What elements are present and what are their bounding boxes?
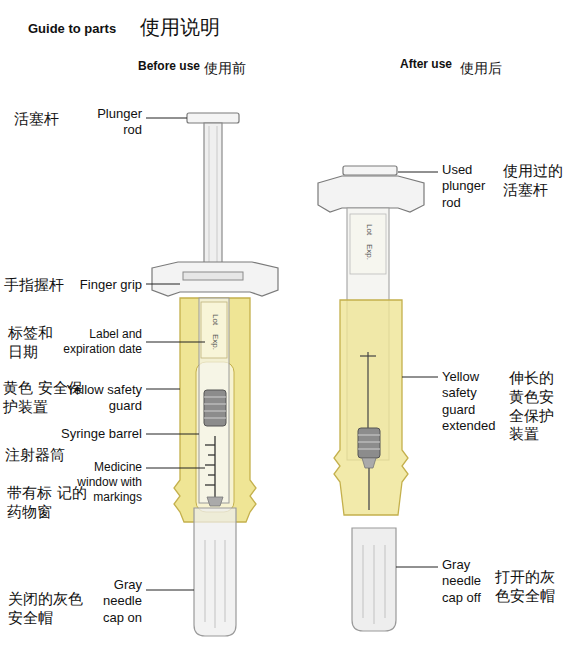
part-label: 标签和 日期 <box>8 324 58 362</box>
part-label: Gray needle cap on <box>92 577 142 626</box>
part-label: Syringe barrel <box>50 426 142 442</box>
barrel-print: Lot <box>210 314 220 325</box>
part-label: 使用说明 <box>140 15 240 40</box>
part-label: Label and expiration date <box>56 327 142 357</box>
leader-lines <box>146 118 205 590</box>
barrel-print: Lot <box>364 224 374 235</box>
part-label: Yellow safety guard <box>52 382 142 415</box>
part-label: Finger grip <box>68 277 142 293</box>
barrel-print: Exp. <box>364 244 374 260</box>
leader-lines <box>396 172 438 567</box>
page-title: Guide to parts <box>28 21 116 37</box>
part-label: 关闭的灰色 安全帽 <box>8 590 88 628</box>
part-label: Used plunger rod <box>442 162 498 211</box>
syringe-before <box>152 113 278 636</box>
part-label: 手指握杆 <box>4 276 68 295</box>
part-label: 注射器筒 <box>5 446 69 465</box>
part-label: Plunger rod <box>88 106 142 139</box>
part-label: 伸长的 黄色安 全保护 装置 <box>509 369 559 444</box>
part-label: After use <box>400 57 456 72</box>
syringe-after <box>318 166 424 631</box>
part-label: 活塞杆 <box>14 110 74 129</box>
barrel-print: Exp. <box>210 334 220 350</box>
part-label: 打开的灰 色安全帽 <box>495 568 561 606</box>
part-label: 使用过的 活塞杆 <box>503 162 565 200</box>
part-label: 使用前 <box>204 60 254 78</box>
part-label: Gray needle cap off <box>442 557 492 606</box>
part-label: 带有标 记的药物窗 <box>7 484 87 522</box>
part-label: Before use <box>138 59 204 74</box>
part-label: Yellow safety guard extended <box>442 369 504 434</box>
part-label: 使用后 <box>460 60 510 78</box>
